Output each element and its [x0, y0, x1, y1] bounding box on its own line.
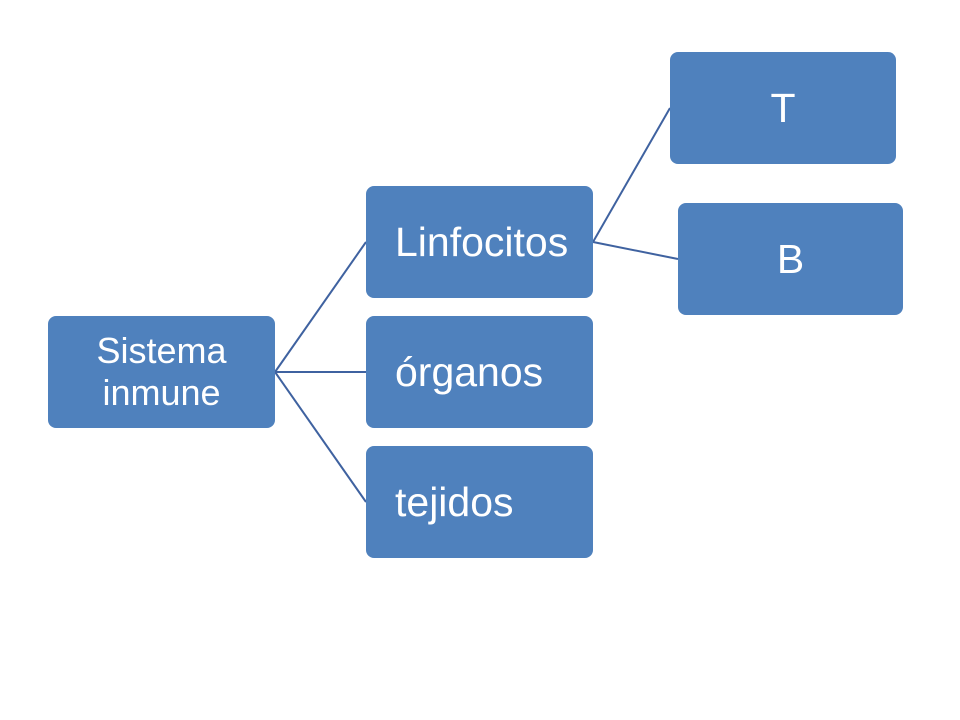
connector-linfocitos-t — [592, 107, 671, 243]
node-label: tejidos — [395, 478, 514, 525]
node-linfocitos: Linfocitos — [366, 186, 593, 298]
node-label: órganos — [395, 348, 544, 395]
connector-root-tejidos — [274, 371, 367, 503]
node-label: Sistema inmune — [96, 329, 227, 413]
node-label: T — [770, 84, 796, 131]
node-label: Linfocitos — [395, 218, 569, 265]
node-b: B — [678, 203, 903, 315]
connector-root-linfocitos — [274, 241, 367, 373]
node-organos: órganos — [366, 316, 593, 428]
connector-linfocitos-b — [592, 241, 679, 260]
node-t: T — [670, 52, 896, 164]
node-tejidos: tejidos — [366, 446, 593, 558]
node-label: B — [776, 235, 805, 282]
node-sistema-inmune: Sistema inmune — [48, 316, 275, 428]
